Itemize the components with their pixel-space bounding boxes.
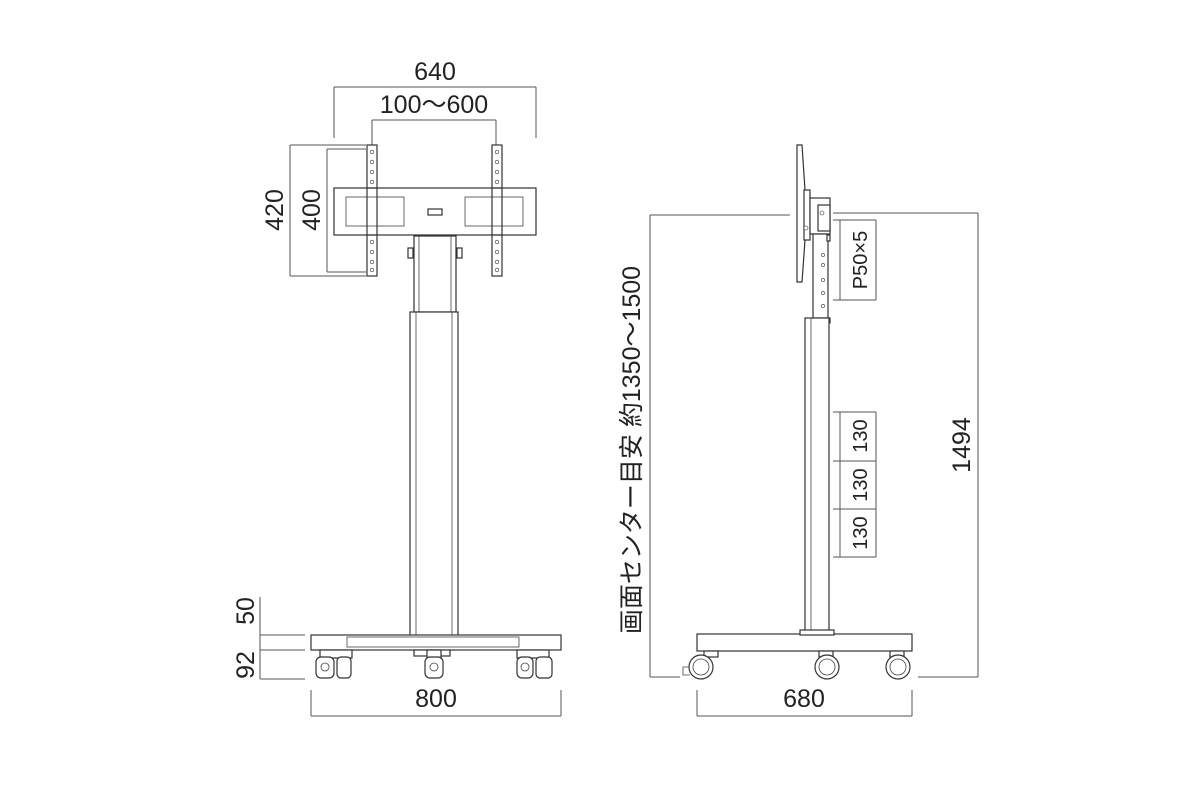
dim-50-label: 50 [232,597,260,625]
height-steps: 130 130 130 [833,411,877,558]
front-column [407,235,463,638]
front-caster-right [516,649,553,679]
dim-640-label: 640 [414,58,456,86]
front-caster-center [424,649,444,679]
dim-680: 680 [696,685,913,717]
dim-vesa-range-label: 100～600 [380,91,488,119]
side-caster-center [814,654,840,680]
side-screen-profile [796,144,831,283]
front-view: 640 100～600 420 400 [232,58,562,717]
total-height-dimension: 1494 [833,212,979,678]
dim-vesa-range: 100～600 [371,91,497,146]
step-label-2: 130 [850,468,872,501]
dim-800-label: 800 [415,685,457,713]
dim-420-label: 420 [261,189,289,231]
dim-800: 800 [310,685,562,717]
mounting-plate [333,187,537,236]
side-upper-column [812,233,831,324]
dim-base-heights: 50 92 [232,597,305,680]
front-caster-left [315,649,353,679]
step-label-1: 130 [850,419,872,452]
dim-92-label: 92 [232,651,260,679]
side-caster-left [682,654,714,680]
dim-420: 420 [261,144,366,277]
dim-400: 400 [298,148,366,273]
side-caster-right [885,654,911,680]
pitch-label: P50×5 [850,231,872,289]
dim-680-label: 680 [783,685,825,713]
total-height-label: 1494 [948,417,976,473]
side-lower-column [804,317,830,635]
dim-400-label: 400 [298,189,326,231]
dim-640: 640 [333,58,537,138]
screen-center-label: 画面センター目安 約1350～1500 [618,266,646,634]
step-label-3: 130 [850,516,872,549]
screen-center-dimension: 画面センター目安 約1350～1500 [618,214,790,678]
side-base [696,629,913,658]
pitch-box: P50×5 [833,219,877,301]
side-view: P50×5 130 130 130 画面センター目安 約1350～1500 [618,144,979,717]
